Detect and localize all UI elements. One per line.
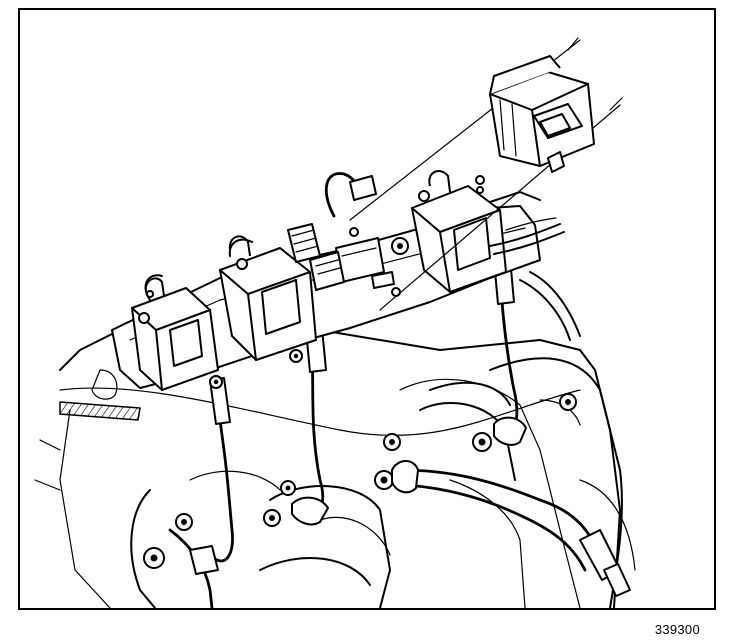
wiring-harness xyxy=(144,172,541,301)
spark-plug-wires xyxy=(168,257,631,608)
exhaust-manifold xyxy=(143,357,623,608)
ignition-coil-assembly-illustration xyxy=(34,37,636,608)
ignition-coil-3 xyxy=(411,170,507,293)
figure-id-label: 339300 xyxy=(654,622,700,637)
ignition-coil-1 xyxy=(131,277,219,391)
ignition-coil-2 xyxy=(219,223,345,361)
electrical-connector xyxy=(349,37,623,311)
figure-frame xyxy=(18,8,716,610)
coil-wiring xyxy=(489,217,581,341)
